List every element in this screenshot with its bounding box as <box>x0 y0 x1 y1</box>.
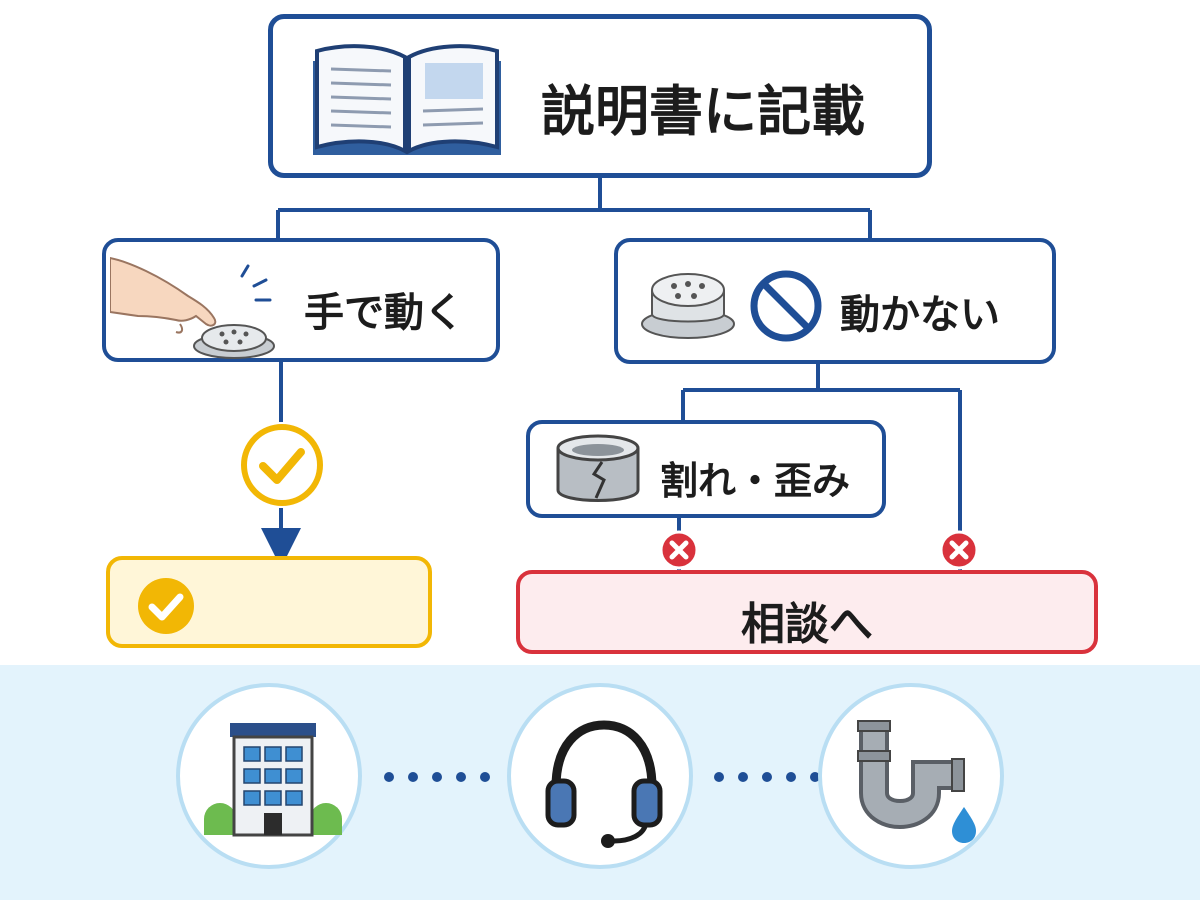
root-label: 説明書に記載 <box>541 80 865 143</box>
not-moves-label: 動かない <box>840 292 1000 338</box>
dotted-connector-left <box>384 772 490 782</box>
consult-node: 相談へ <box>516 570 1098 654</box>
cracked-label: 割れ・歪み <box>660 459 851 503</box>
drain-pipe-icon <box>857 720 976 843</box>
check-circle-icon <box>138 578 194 634</box>
moves-label: 手で動く <box>304 290 464 336</box>
support-circle <box>507 683 693 869</box>
dotted-connector-right <box>714 772 820 782</box>
moves-node: 手で動く <box>102 238 500 362</box>
cracked-drain-ring-icon <box>556 434 640 502</box>
check-circle-icon <box>241 424 323 506</box>
building-icon <box>204 723 342 837</box>
root-node: 説明書に記載 <box>268 14 932 178</box>
not-moves-node: 動かない <box>614 238 1056 364</box>
consult-label: 相談へ <box>741 599 873 650</box>
building-circle <box>176 683 362 869</box>
open-book-icon <box>313 44 501 155</box>
hand-pressing-drain-cap-icon <box>110 256 275 359</box>
cross-circle-icon <box>939 530 979 570</box>
ok-result-node <box>106 556 432 648</box>
cracked-node: 割れ・歪み <box>526 420 886 518</box>
headset-icon <box>545 720 663 848</box>
pipe-circle <box>818 683 1004 869</box>
drain-cap-with-prohibited-sign-icon <box>641 270 822 342</box>
cross-circle-icon <box>659 530 699 570</box>
